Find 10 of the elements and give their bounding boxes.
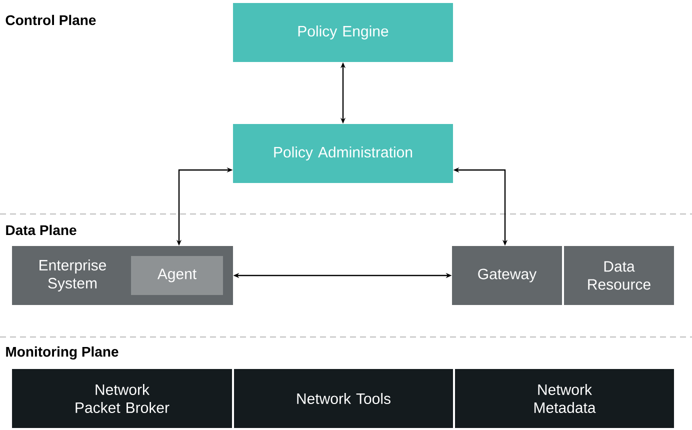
monitoring-box: Network Metadata xyxy=(455,369,674,428)
plane-heading: Data Plane xyxy=(6,224,76,236)
resource-box: Data Resource xyxy=(564,246,674,305)
monitoring-box: Network Tools xyxy=(234,369,453,428)
plane-heading: Control Plane xyxy=(6,14,96,26)
policy-box: Policy Administration xyxy=(233,124,453,183)
policy-box: Policy Engine xyxy=(233,3,453,62)
gateway-box: Gateway xyxy=(452,246,562,305)
agent-box: Agent xyxy=(131,256,223,295)
monitoring-box: Network Packet Broker xyxy=(12,369,232,428)
